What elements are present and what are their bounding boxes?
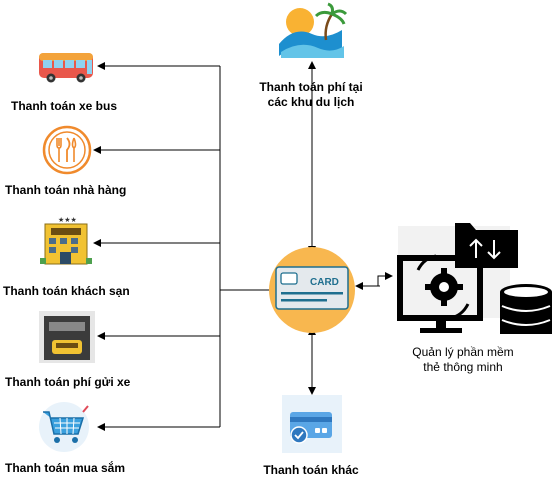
label-top-line2: các khu du lịch: [267, 95, 355, 109]
restaurant-icon: [42, 125, 92, 175]
label-bus: Thanh toán xe bus: [11, 99, 118, 113]
label-right-line2: thẻ thông minh: [423, 360, 503, 374]
beach-icon: [276, 2, 348, 60]
label-top-item: Thanh toán phí tại các khu du lịch: [250, 80, 372, 110]
label-top-line1: Thanh toán phí tại: [259, 80, 363, 94]
connectors: [93, 61, 393, 431]
payment-card-check-icon: [282, 395, 342, 453]
label-hotel: Thanh toán khách sạn: [3, 284, 130, 298]
hub-card-text: CARD: [310, 277, 339, 288]
label-parking: Thanh toán phí gửi xe: [5, 375, 131, 389]
label-right-item: Quản lý phần mềm thẻ thông minh: [405, 345, 521, 375]
label-shopping: Thanh toán mua sắm: [5, 461, 126, 475]
label-right-line1: Quản lý phần mềm: [412, 345, 514, 359]
svg-text:★★★: ★★★: [58, 216, 77, 224]
computer-settings-database-icon: [397, 223, 552, 334]
hub-card-circle: CARD: [269, 247, 355, 333]
parking-garage-icon: [39, 311, 95, 363]
bus-icon: [39, 53, 93, 83]
connector-right: [362, 272, 393, 287]
hotel-icon: ★★★: [40, 216, 92, 265]
shopping-cart-icon: [39, 402, 89, 452]
label-bottom-item: Thanh toán khác: [263, 463, 359, 477]
label-restaurant: Thanh toán nhà hàng: [5, 183, 127, 197]
